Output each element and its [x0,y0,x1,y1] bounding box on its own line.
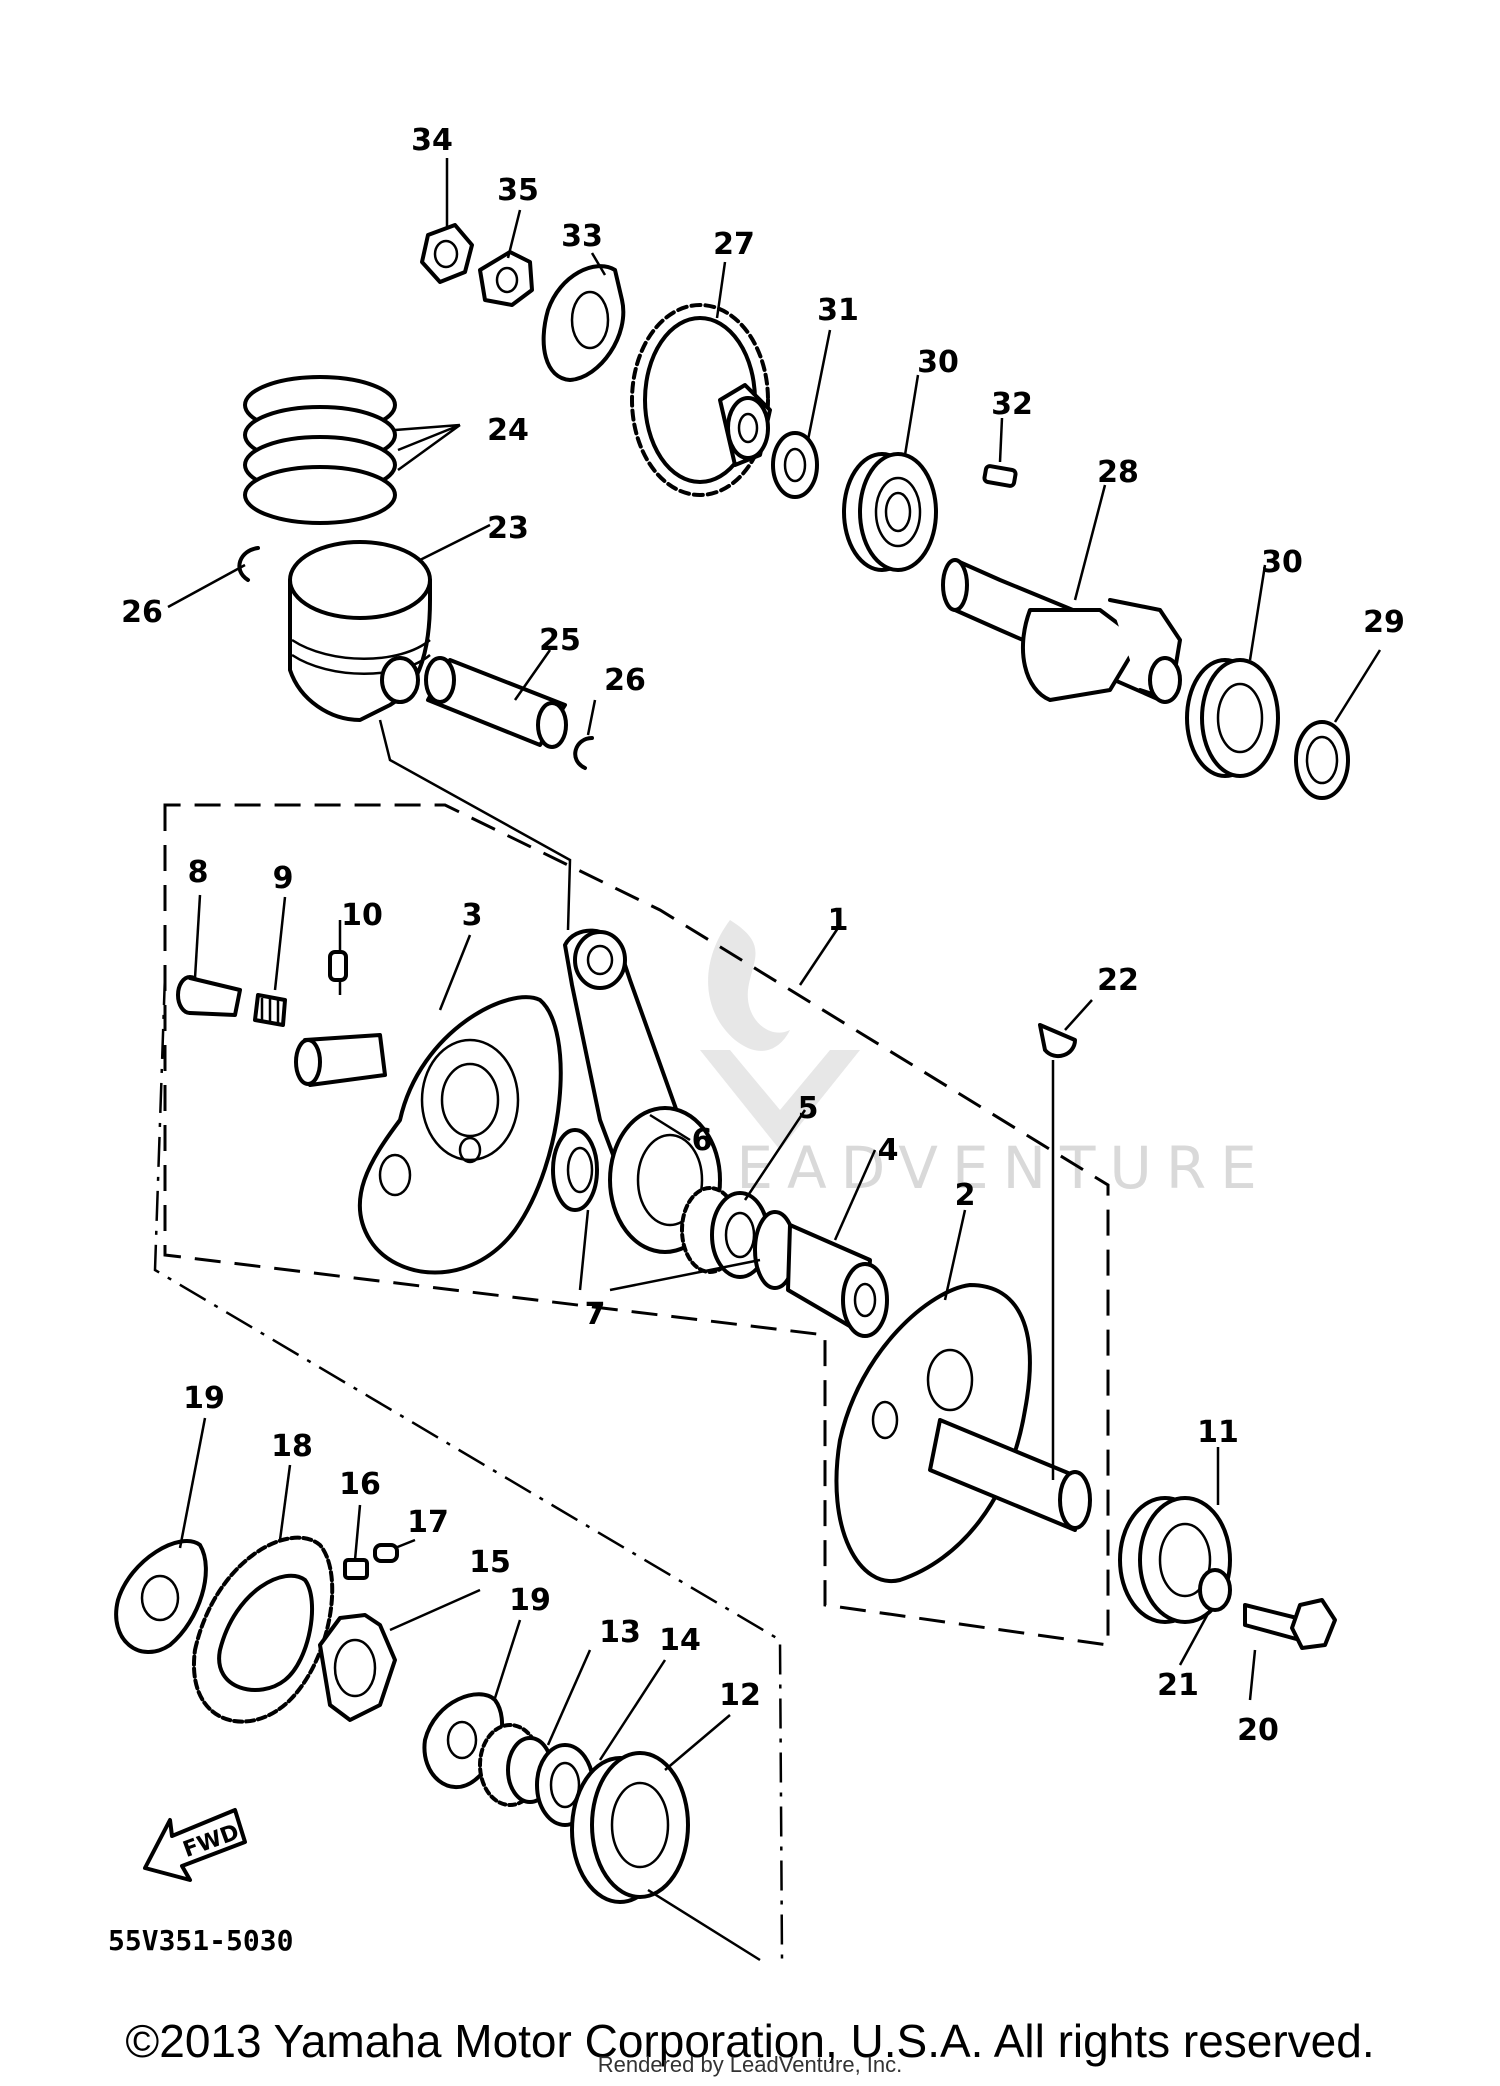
callout-1: 1 [828,903,849,938]
callout-35: 35 [497,173,539,208]
oil-seal-part-29 [1294,720,1350,800]
callout-7: 7 [585,1297,606,1332]
thrust-washer-part-7-left [551,1128,599,1212]
copyright-notice: ©2013 Yamaha Motor Corporation, U.S.A. A… [125,2015,1375,2067]
callout-15: 15 [469,1545,511,1580]
bearing-part-30-lower [1185,658,1280,778]
callout-14: 14 [659,1623,701,1658]
crankshaft-assembly-outline [163,803,1110,1647]
callout-34: 34 [411,123,453,158]
gear-part-27 [630,303,772,497]
callout-23: 23 [487,511,529,546]
callout-22: 22 [1097,963,1139,998]
nut-part-34 [420,223,474,284]
crank-wheel-part-2 [834,1283,1092,1584]
piston-pin-part-25 [424,656,568,749]
piston-part-23 [288,540,432,722]
hub-part-15 [318,1613,397,1722]
pin-part-10 [328,950,348,982]
callout-33: 33 [561,219,603,254]
washer-part-31 [771,431,819,499]
gear-part-18 [191,1535,335,1724]
callout-17: 17 [407,1505,449,1540]
callout-30-lower: 30 [1261,545,1303,580]
bearing-part-12 [570,1751,690,1904]
watermark-text: LEADVENTURE [690,1134,1271,1202]
rendered-by-credit: Rendered by LeadVenture, Inc. [597,2052,903,2077]
callout-3: 3 [462,898,483,933]
callout-5: 5 [798,1091,819,1126]
callout-30-upper: 30 [917,345,959,380]
callout-25: 25 [539,623,581,658]
callout-32: 32 [991,387,1033,422]
plate-part-19-left [114,1539,208,1654]
crank-pin-part-4 [786,1223,889,1338]
pin-part-17 [373,1543,399,1563]
callout-8: 8 [188,855,209,890]
circlip-part-26-left [237,546,260,582]
callout-2: 2 [955,1178,976,1213]
needle-bearing-part-5 [680,1186,770,1279]
spring-part-9 [253,993,287,1027]
callout-27: 27 [713,227,755,262]
callout-28: 28 [1097,455,1139,490]
callout-31: 31 [817,293,859,328]
callout-11: 11 [1197,1415,1239,1450]
callout-4: 4 [878,1133,899,1168]
crank-section-outline [153,974,784,1961]
forward-arrow-icon: FWD [143,1808,247,1882]
balancer-shaft-part-28 [941,558,1182,704]
callout-19-left: 19 [183,1381,225,1416]
bearing-part-30-upper [842,452,938,572]
callout-numbers: 34 35 33 27 31 30 32 28 30 29 24 23 26 2… [121,123,1405,1748]
callout-29: 29 [1363,605,1405,640]
callout-16: 16 [339,1467,381,1502]
callout-24: 24 [487,413,529,448]
bolt-part-8 [176,975,242,1017]
plate-washer-part-33 [541,264,626,382]
diagram-code: 55V351-5030 [108,1924,293,1957]
callout-19-right: 19 [509,1583,551,1618]
washer-part-21 [1198,1568,1232,1612]
callout-21: 21 [1157,1668,1199,1703]
crank-wheel-part-3 [294,995,563,1275]
callout-9: 9 [273,861,294,896]
circlip-part-26-right [573,736,594,770]
spring-part-16 [343,1558,369,1580]
callout-20: 20 [1237,1713,1279,1748]
lock-washer-part-35 [478,250,534,307]
leader-lines [167,158,1382,1962]
woodruff-key-part-22 [1038,1023,1077,1059]
callout-10: 10 [341,898,383,933]
key-part-32 [982,464,1018,488]
leadventure-watermark-logo [700,920,860,1150]
callout-26-right: 26 [604,663,646,698]
callout-26-left: 26 [121,595,163,630]
bolt-part-20 [1243,1598,1337,1650]
callout-18: 18 [271,1429,313,1464]
callout-6: 6 [692,1123,713,1158]
piston-rings-part-24 [243,375,397,525]
callout-13: 13 [599,1615,641,1650]
callout-12: 12 [719,1678,761,1713]
